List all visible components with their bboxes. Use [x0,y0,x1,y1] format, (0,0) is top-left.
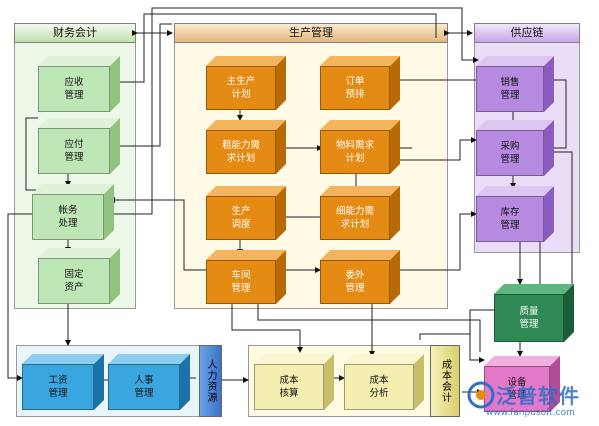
logo-mark-icon [467,381,495,409]
block-wuliao[interactable]: 物料需求计划 [320,120,400,174]
block-dingdan[interactable]: 订单预排 [320,56,400,110]
label-cunengli: 粗能力需求计划 [206,130,276,174]
label-chengben-hesuan: 成本核算 [254,364,324,410]
hr-label: 人力资源 [205,359,216,403]
finance-header: 财务会计 [14,23,136,43]
label-kucun: 库存管理 [476,196,544,242]
label-zhushengchan: 主生产计划 [206,66,276,110]
production-header: 生产管理 [174,23,448,43]
block-chengben-fenxi[interactable]: 成本分析 [344,354,424,410]
block-xinengli[interactable]: 细能力需求计划 [320,186,400,240]
label-xiaoshou: 销售管理 [476,66,544,112]
label-guding: 固定资产 [38,258,110,304]
label-chengben-fenxi: 成本分析 [344,364,414,410]
label-yingshou: 应收管理 [38,66,110,112]
label-zhiliang: 质量管理 [494,294,564,342]
block-zhushengchan[interactable]: 主生产计划 [206,56,286,110]
label-caigou: 采购管理 [476,130,544,176]
block-cunengli[interactable]: 粗能力需求计划 [206,120,286,174]
label-xinengli: 细能力需求计划 [320,196,390,240]
block-shebei[interactable]: 设备管理 [484,356,560,412]
block-xiaoshou[interactable]: 销售管理 [476,56,554,112]
block-gongzi[interactable]: 工资管理 [22,354,104,410]
cost-label: 成本会计 [439,359,451,403]
block-zhangwu[interactable]: 帐务处理 [32,184,114,240]
block-caigou[interactable]: 采购管理 [476,120,554,176]
watermark-url: www.fanpusoft.com [486,408,575,418]
label-gongzi: 工资管理 [22,364,94,410]
block-chejian[interactable]: 车间管理 [206,250,286,304]
block-yingshou[interactable]: 应收管理 [38,56,120,112]
block-chengben-hesuan[interactable]: 成本核算 [254,354,334,410]
label-renshi: 人事管理 [108,364,180,410]
label-chejian: 车间管理 [206,260,276,304]
label-wuliao: 物料需求计划 [320,130,390,174]
label-dingdan: 订单预排 [320,66,390,110]
block-renshi[interactable]: 人事管理 [108,354,190,410]
label-waixie: 委外管理 [320,260,390,304]
cost-label-strip: 成本会计 [430,345,460,417]
block-diaodu[interactable]: 生产调度 [206,186,286,240]
supply-header: 供应链 [474,23,580,43]
label-yingfu: 应付管理 [38,128,110,174]
label-shebei: 设备管理 [484,366,550,412]
label-zhangwu: 帐务处理 [32,194,104,240]
watermark-logo: 泛普软件 www.fanpusoft.com [466,378,596,424]
label-diaodu: 生产调度 [206,196,276,240]
block-waixie[interactable]: 委外管理 [320,250,400,304]
hr-label-strip: 人力资源 [199,345,222,417]
block-zhiliang[interactable]: 质量管理 [494,284,574,342]
block-yingfu[interactable]: 应付管理 [38,118,120,174]
block-kucun[interactable]: 库存管理 [476,186,554,242]
block-guding[interactable]: 固定资产 [38,248,120,304]
watermark-name: 泛普软件 [496,384,580,408]
